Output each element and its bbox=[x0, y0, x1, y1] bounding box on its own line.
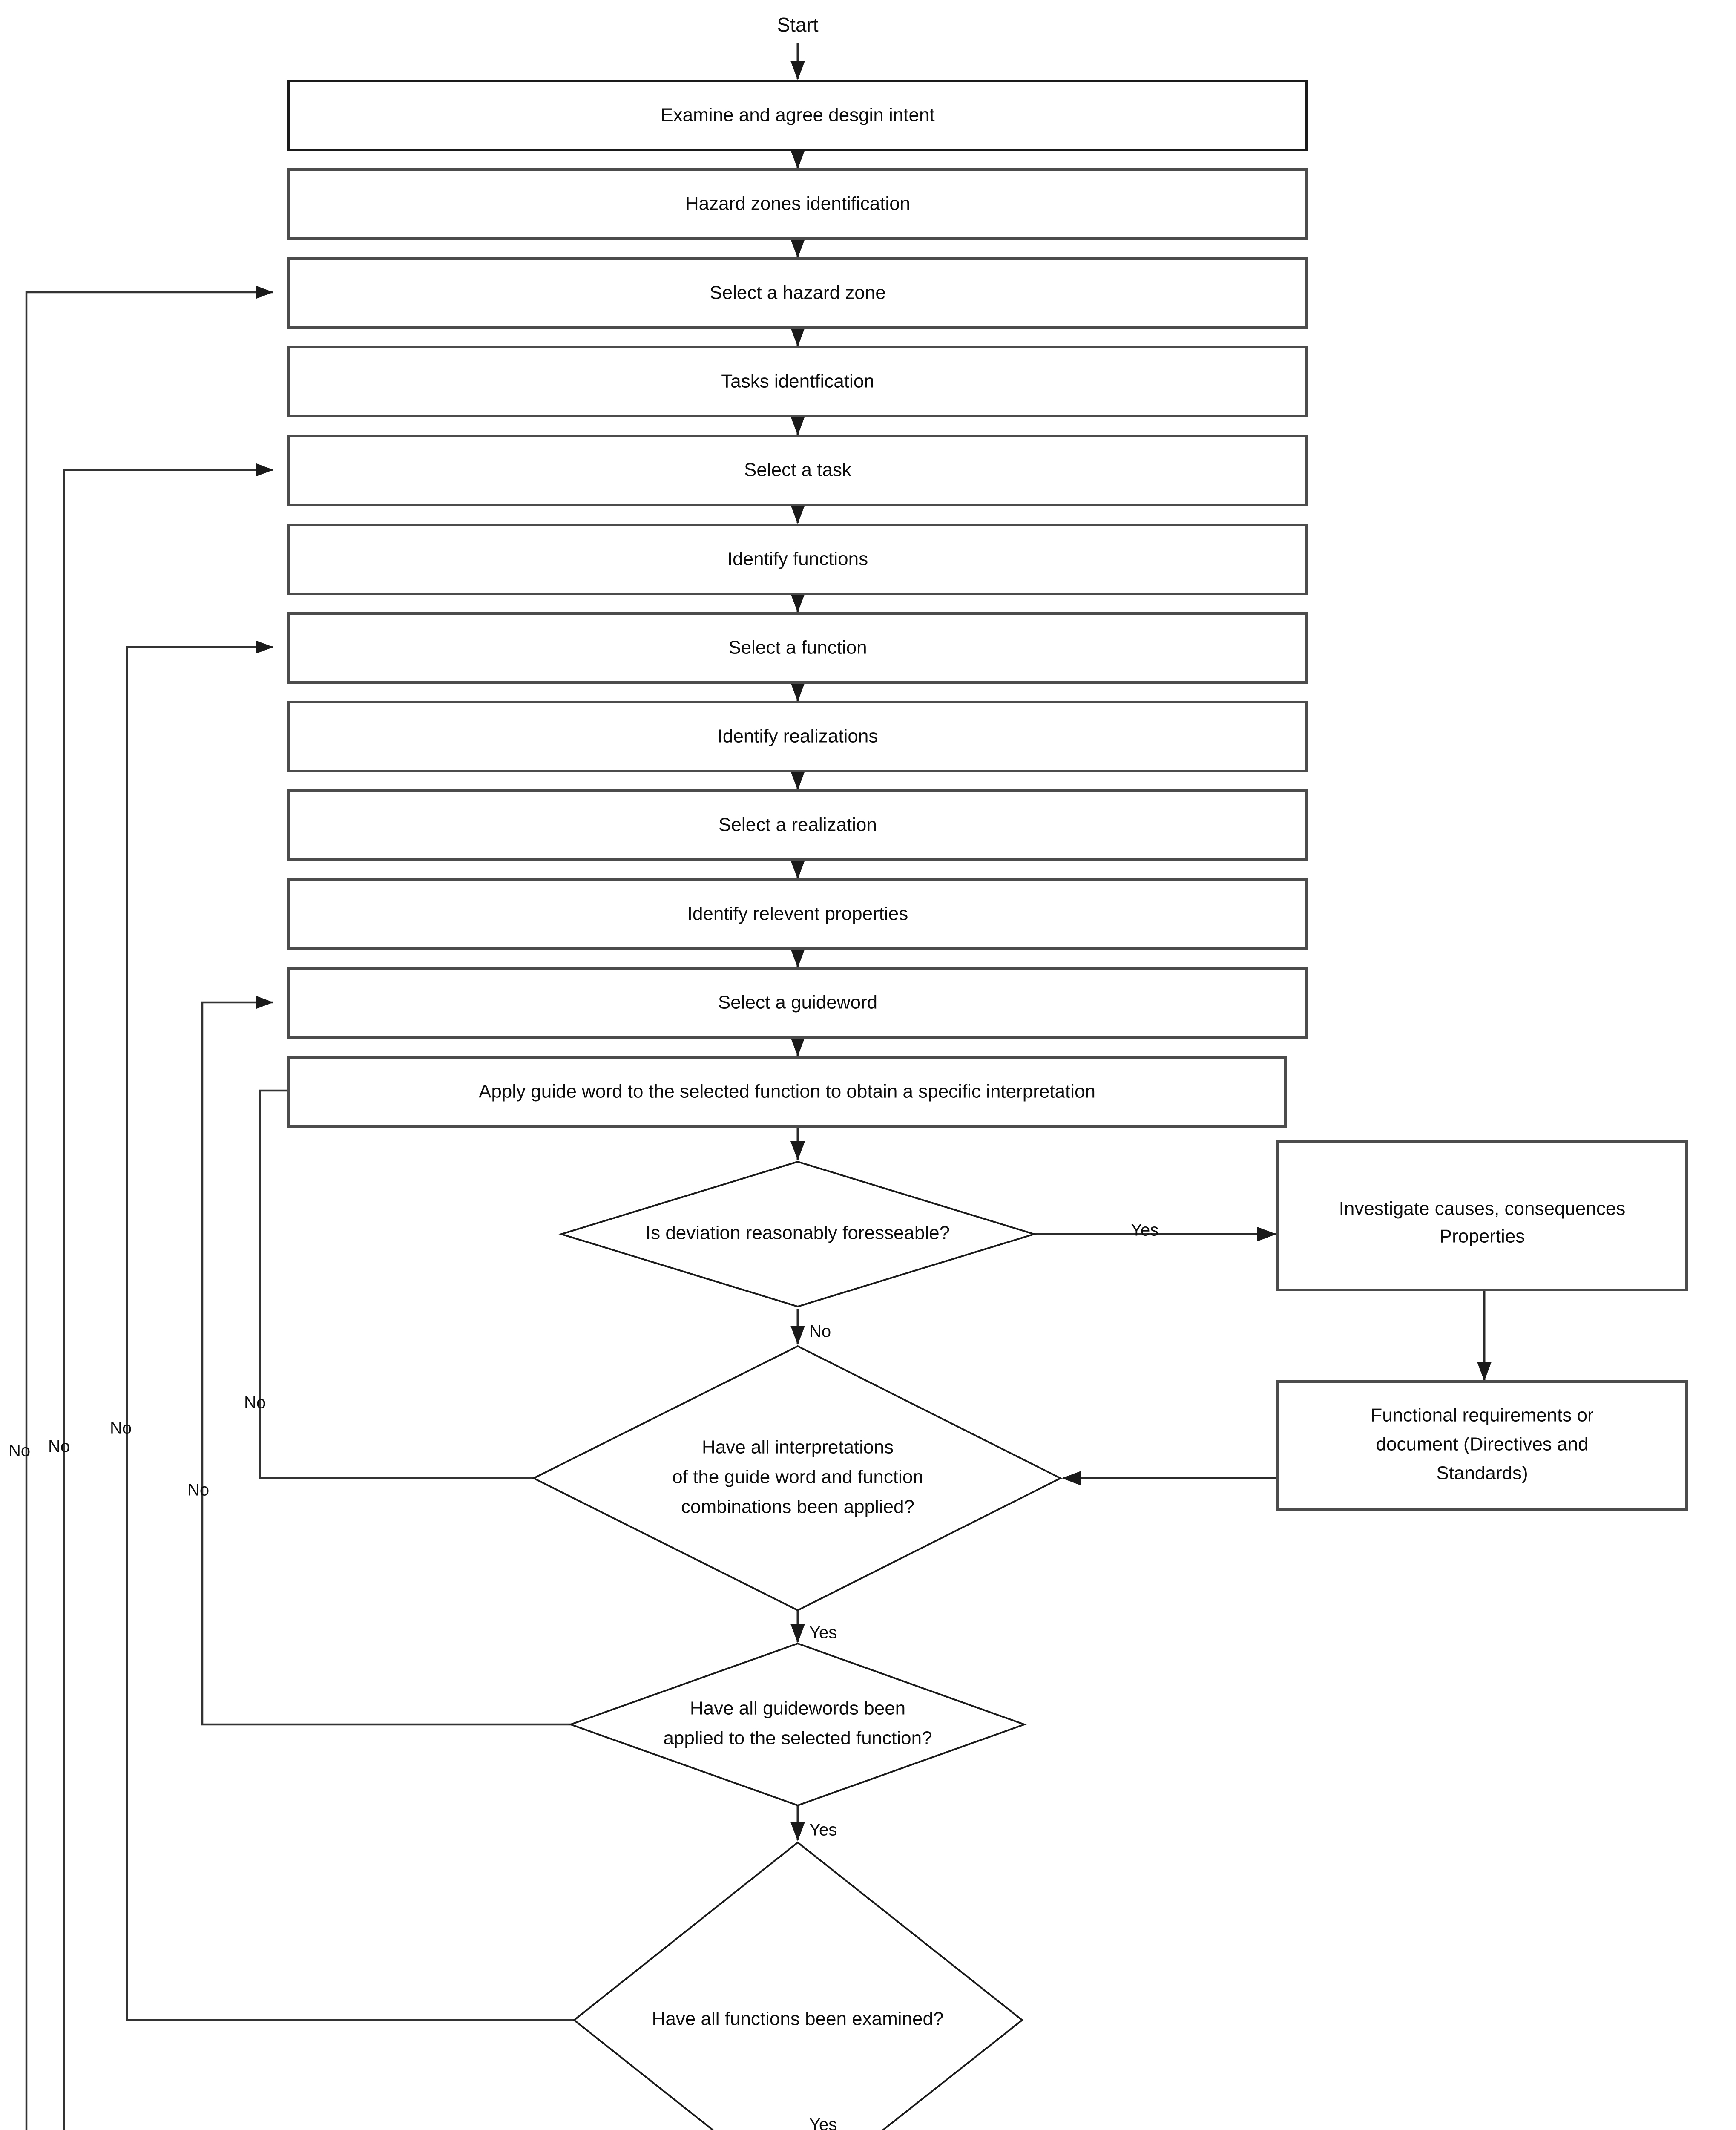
p9-rect bbox=[287, 789, 1308, 861]
p3-label: Select a hazard zone bbox=[710, 282, 885, 303]
s1-label-line2: Properties bbox=[1440, 1226, 1525, 1247]
edge-d2-no-to-p12 bbox=[259, 1084, 535, 1479]
d4-label-line1: Have all functions been examined? bbox=[652, 2009, 944, 2029]
process-box-p11[interactable]: Select a guideword bbox=[287, 967, 1308, 1039]
branch-label-d6-no: No bbox=[9, 1442, 30, 1460]
branch-label-d1-yes: Yes bbox=[1131, 1221, 1158, 1240]
s2-rect bbox=[1276, 1380, 1688, 1511]
process-box-p4[interactable]: Tasks identfication bbox=[287, 346, 1308, 417]
decision-d3[interactable]: Have all guidewords been applied to the … bbox=[568, 1642, 1027, 1807]
p5-rect bbox=[287, 435, 1308, 506]
process-box-p3[interactable]: Select a hazard zone bbox=[287, 257, 1308, 329]
branch-label-d2-no: No bbox=[244, 1393, 266, 1412]
process-box-p9[interactable]: Select a realization bbox=[287, 789, 1308, 861]
process-box-p5[interactable]: Select a task bbox=[287, 435, 1308, 506]
p6-label: Identify functions bbox=[727, 549, 868, 570]
edge-d5-no-to-p5 bbox=[63, 463, 273, 2130]
p4-label: Tasks identfication bbox=[721, 371, 874, 392]
p2-label: Hazard zones identification bbox=[685, 193, 910, 214]
p1-label: Examine and agree desgin intent bbox=[661, 105, 934, 126]
decision-d1[interactable]: Is deviation reasonably foresseable? bbox=[558, 1160, 1037, 1308]
d3-shape bbox=[568, 1642, 1027, 1807]
branch-label-d3-yes: Yes bbox=[809, 1821, 837, 1839]
process-box-p7[interactable]: Select a function bbox=[287, 612, 1308, 684]
s1-rect bbox=[1276, 1140, 1688, 1291]
p9-label: Select a realization bbox=[719, 815, 877, 835]
d1-shape bbox=[558, 1160, 1037, 1308]
d4-shape bbox=[572, 1841, 1024, 2130]
edge-d4-no-to-p7 bbox=[126, 640, 575, 2021]
start-terminator-label: Start bbox=[777, 14, 818, 36]
branch-label-d2-yes: Yes bbox=[809, 1623, 837, 1642]
d3-label-line2: applied to the selected function? bbox=[663, 1728, 932, 1749]
s1-label-line1: Investigate causes, consequences bbox=[1339, 1198, 1626, 1219]
process-box-p2[interactable]: Hazard zones identification bbox=[287, 168, 1308, 240]
branch-label-d5-no: No bbox=[48, 1437, 70, 1456]
s2-label-line3: Standards) bbox=[1436, 1463, 1528, 1484]
p5-label: Select a task bbox=[744, 460, 852, 481]
process-box-p8[interactable]: Identify realizations bbox=[287, 701, 1308, 772]
p7-rect bbox=[287, 612, 1308, 684]
s2-label-line1: Functional requirements or bbox=[1371, 1405, 1593, 1426]
p8-label: Identify realizations bbox=[718, 726, 878, 747]
process-box-p1[interactable]: Examine and agree desgin intent bbox=[287, 80, 1308, 151]
process-box-p12[interactable]: Apply guide word to the selected functio… bbox=[287, 1056, 1287, 1128]
branch-label-d3-no: No bbox=[187, 1481, 209, 1500]
s2-label-line2: document (Directives and bbox=[1376, 1434, 1589, 1455]
p12-label: Apply guide word to the selected functio… bbox=[479, 1081, 1095, 1102]
p10-label: Identify relevent properties bbox=[687, 904, 908, 924]
d2-shape bbox=[532, 1345, 1063, 1612]
process-box-p6[interactable]: Identify functions bbox=[287, 524, 1308, 595]
p6-rect bbox=[287, 524, 1308, 595]
d2-label-line3: combinations been applied? bbox=[681, 1497, 914, 1517]
branch-label-d4-yes: Yes bbox=[809, 2116, 837, 2130]
p1-rect bbox=[287, 80, 1308, 151]
p3-rect bbox=[287, 257, 1308, 329]
d1-label-line1: Is deviation reasonably foresseable? bbox=[646, 1223, 950, 1243]
edge-d3-no-to-p11 bbox=[201, 996, 571, 1726]
decision-d4[interactable]: Have all functions been examined? bbox=[572, 1841, 1024, 2130]
branch-label-d4-no: No bbox=[110, 1419, 132, 1438]
side-box-investigate-causes[interactable]: Investigate causes, consequences Propert… bbox=[1276, 1140, 1688, 1291]
process-box-p10[interactable]: Identify relevent properties bbox=[287, 878, 1308, 950]
branch-label-d1-no: No bbox=[809, 1322, 831, 1341]
side-box-functional-requirements[interactable]: Functional requirements or document (Dir… bbox=[1276, 1380, 1688, 1511]
p11-label: Select a guideword bbox=[718, 992, 877, 1013]
edge-d6-no-to-p3 bbox=[25, 285, 273, 2130]
d2-label-line2: of the guide word and function bbox=[672, 1467, 923, 1488]
p2-rect bbox=[287, 168, 1308, 240]
p7-label: Select a function bbox=[728, 637, 867, 658]
p11-rect bbox=[287, 967, 1308, 1039]
p8-rect bbox=[287, 701, 1308, 772]
p10-rect bbox=[287, 878, 1308, 950]
p4-rect bbox=[287, 346, 1308, 417]
d2-label-line1: Have all interpretations bbox=[702, 1437, 894, 1458]
decision-d2[interactable]: Have all interpretations of the guide wo… bbox=[532, 1345, 1063, 1612]
p12-rect bbox=[287, 1056, 1287, 1128]
d3-label-line1: Have all guidewords been bbox=[690, 1698, 905, 1719]
